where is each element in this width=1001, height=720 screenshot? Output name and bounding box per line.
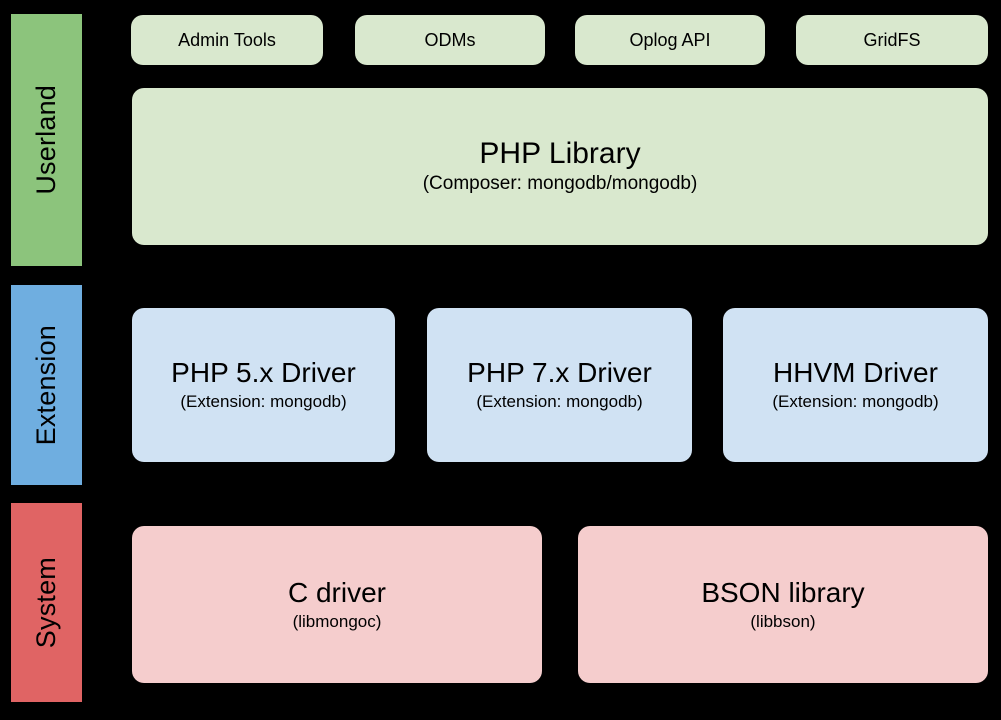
- box-hhvm-driver-title: HHVM Driver: [773, 357, 938, 389]
- box-gridfs[interactable]: GridFS: [796, 15, 988, 65]
- box-c-driver-subtitle: (libmongoc): [292, 611, 382, 631]
- layer-label-userland: Userland: [31, 85, 61, 195]
- layer-label-system: System: [31, 556, 61, 649]
- box-php7-driver[interactable]: PHP 7.x Driver (Extension: mongodb): [427, 308, 692, 462]
- layer-label-extension: Extension: [31, 324, 61, 446]
- box-php5-driver-title: PHP 5.x Driver: [171, 357, 356, 389]
- box-php7-driver-subtitle: (Extension: mongodb): [476, 392, 643, 412]
- box-odms-title: ODMs: [424, 29, 476, 50]
- box-bson-library-title: BSON library: [701, 576, 865, 608]
- box-admin-tools[interactable]: Admin Tools: [131, 15, 323, 65]
- box-gridfs-title: GridFS: [863, 29, 921, 50]
- box-bson-library[interactable]: BSON library (libbson): [578, 526, 988, 683]
- box-hhvm-driver-subtitle: (Extension: mongodb): [772, 392, 939, 412]
- box-php-library-subtitle: (Composer: mongodb/mongodb): [422, 173, 698, 195]
- layer-bar-extension: Extension: [11, 285, 82, 485]
- box-php5-driver-subtitle: (Extension: mongodb): [180, 392, 347, 412]
- box-bson-library-subtitle: (libbson): [750, 611, 816, 631]
- box-c-driver-title: C driver: [287, 576, 386, 608]
- box-php-library-title: PHP Library: [479, 136, 641, 170]
- box-php5-driver[interactable]: PHP 5.x Driver (Extension: mongodb): [132, 308, 395, 462]
- box-php7-driver-title: PHP 7.x Driver: [467, 357, 652, 389]
- box-php-library[interactable]: PHP Library (Composer: mongodb/mongodb): [132, 88, 988, 245]
- box-odms[interactable]: ODMs: [355, 15, 545, 65]
- box-c-driver[interactable]: C driver (libmongoc): [132, 526, 542, 683]
- box-oplog-api-title: Oplog API: [629, 29, 711, 50]
- box-oplog-api[interactable]: Oplog API: [575, 15, 765, 65]
- box-hhvm-driver[interactable]: HHVM Driver (Extension: mongodb): [723, 308, 988, 462]
- layer-bar-system: System: [11, 503, 82, 702]
- layer-bar-userland: Userland: [11, 14, 82, 266]
- box-admin-tools-title: Admin Tools: [178, 29, 276, 50]
